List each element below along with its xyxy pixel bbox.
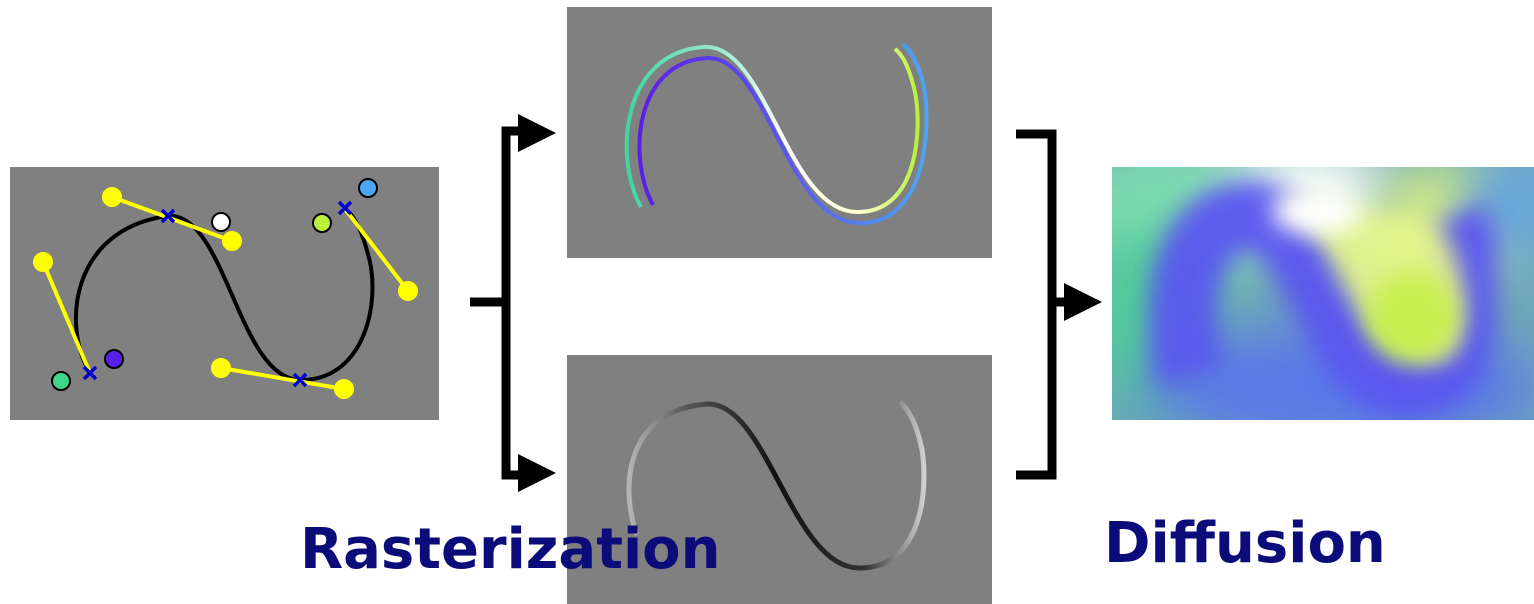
color-swatch-violet[interactable] — [104, 349, 124, 369]
color-swatch-white[interactable] — [211, 212, 231, 232]
handle-end-point[interactable] — [398, 281, 418, 301]
color-swatch-green[interactable] — [51, 371, 71, 391]
handle-end-point[interactable] — [102, 187, 122, 207]
rasterized-curve-left-colors — [624, 44, 920, 215]
rasterized-blur-panel — [567, 355, 992, 604]
control-point-x-icon[interactable] — [82, 365, 98, 381]
handle-end-point[interactable] — [334, 379, 354, 399]
blur-curve-svg — [626, 400, 927, 571]
control-point-x-icon[interactable] — [292, 372, 308, 388]
arrow-to-color-panel-icon — [518, 114, 556, 152]
arrow-to-blur-panel-icon — [518, 454, 556, 492]
handle-end-point[interactable] — [222, 231, 242, 251]
handle-line — [343, 207, 410, 293]
color-swatch-skyblue[interactable] — [358, 178, 378, 198]
color-swatch-lime[interactable] — [312, 213, 332, 233]
bezier-curve — [73, 207, 375, 383]
curve-control-panel — [10, 167, 439, 420]
rasterized-curve-right-colors — [637, 42, 929, 226]
rasterized-color-panel — [567, 7, 992, 258]
curve-svg — [33, 178, 418, 399]
diffusion-label: Diffusion — [1104, 511, 1386, 576]
handle-end-point[interactable] — [211, 358, 231, 378]
rasterized-blur-curve — [626, 400, 927, 571]
control-point-x-icon[interactable] — [337, 200, 353, 216]
diffusion-result-panel — [1112, 167, 1534, 420]
merge-bracket — [1016, 129, 1057, 480]
control-points — [82, 200, 353, 388]
arrow-to-diffusion-panel-icon — [1064, 283, 1102, 321]
rasterization-label: Rasterization — [300, 517, 721, 582]
diffusion-svg — [1112, 167, 1534, 420]
handle-line — [220, 366, 345, 391]
color-curve-svg — [624, 42, 929, 226]
handle-line — [41, 261, 92, 374]
split-bracket — [501, 126, 522, 480]
control-point-x-icon[interactable] — [160, 208, 176, 224]
handle-end-point[interactable] — [33, 252, 53, 272]
